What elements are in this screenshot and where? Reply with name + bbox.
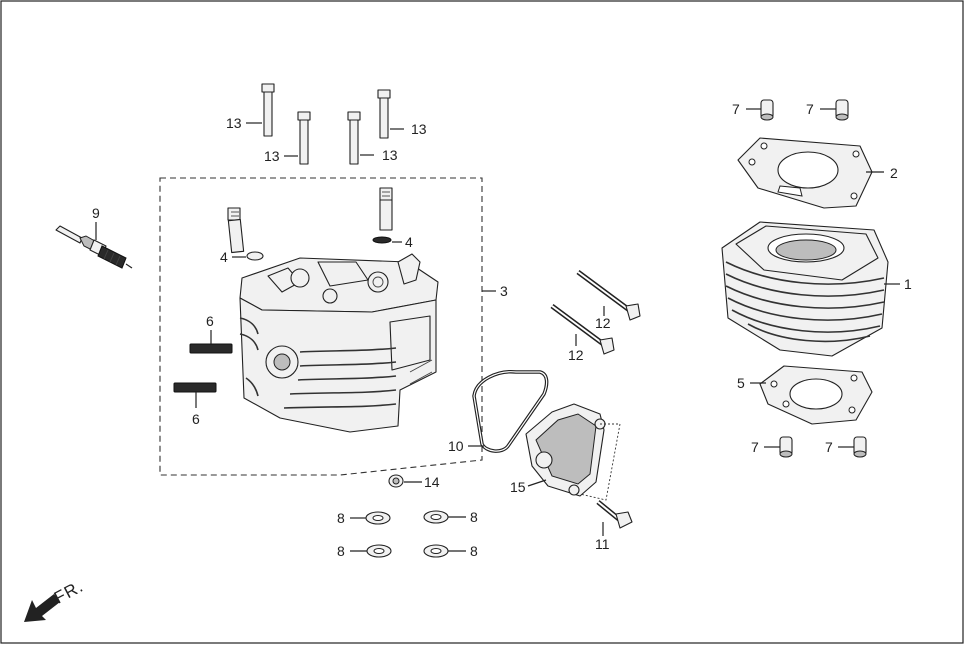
callout-7: 7 <box>825 439 833 455</box>
cylinder-head-gasket <box>737 137 873 209</box>
callout-8: 8 <box>470 509 478 525</box>
callout-13: 13 <box>226 115 242 131</box>
bolt-11 <box>596 500 633 529</box>
o-ring-4-right <box>372 236 392 244</box>
washer-8-c <box>366 544 392 558</box>
bolt-13-b <box>297 111 311 165</box>
callout-7: 7 <box>806 101 814 117</box>
callout-6: 6 <box>206 313 214 329</box>
callout-8: 8 <box>337 543 345 559</box>
callout-7: 7 <box>751 439 759 455</box>
callout-12: 12 <box>595 315 611 331</box>
washer-8-a <box>365 511 391 525</box>
callout-15: 15 <box>510 479 526 495</box>
dowel-pin-7-d <box>853 436 867 458</box>
callout-13: 13 <box>411 121 427 137</box>
cylinder-head <box>239 253 439 433</box>
cover-bolt-guide-line <box>579 423 621 501</box>
callout-1: 1 <box>904 276 912 292</box>
front-direction-arrow-icon: FR. <box>24 576 87 622</box>
head-bolts <box>261 83 391 165</box>
callout-13: 13 <box>264 148 280 164</box>
spark-plug <box>55 225 133 269</box>
bolt-13-a <box>261 83 275 137</box>
cylinder-base-gasket <box>759 365 873 425</box>
dowel-pins-7 <box>760 99 867 458</box>
callout-11: 11 <box>595 536 610 552</box>
cylinder-head-assembly-box <box>159 177 483 476</box>
bolt-13-c <box>347 111 361 165</box>
bolt-13-d <box>377 89 391 139</box>
callout-labels: 13 13 13 13 9 4 4 3 6 6 10 15 14 8 8 8 8… <box>92 101 912 559</box>
washer-8-d <box>423 544 449 558</box>
callout-5: 5 <box>737 375 745 391</box>
stud-bolt-6-lower <box>173 382 217 393</box>
callout-8: 8 <box>470 543 478 559</box>
valve-guide-right <box>379 187 393 231</box>
bolt-12-upper <box>576 269 641 321</box>
dowel-pin-7-b <box>835 99 849 121</box>
callout-10: 10 <box>448 438 464 454</box>
callout-4: 4 <box>405 234 413 250</box>
callout-8: 8 <box>337 510 345 526</box>
callout-4: 4 <box>220 249 228 265</box>
valve-guide-left <box>227 207 245 254</box>
callout-3: 3 <box>500 283 508 299</box>
callout-9: 9 <box>92 205 100 221</box>
callout-13: 13 <box>382 147 398 163</box>
stud-bolt-6-upper <box>189 343 233 354</box>
callout-6: 6 <box>192 411 200 427</box>
o-ring-4-left <box>246 251 264 261</box>
valve-cover <box>525 403 606 497</box>
leader-lines <box>95 108 900 552</box>
dowel-pin-7-a <box>760 99 774 121</box>
bolt-12-lower <box>550 303 615 355</box>
washers-8 <box>365 510 449 558</box>
cylinder-block <box>721 221 889 357</box>
callout-2: 2 <box>890 165 898 181</box>
callout-14: 14 <box>424 474 440 490</box>
sealing-washer-14 <box>388 474 404 488</box>
callout-12: 12 <box>568 347 584 363</box>
callout-7: 7 <box>732 101 740 117</box>
dowel-pin-7-c <box>779 436 793 458</box>
fr-label: FR. <box>51 576 87 607</box>
washer-8-b <box>423 510 449 524</box>
